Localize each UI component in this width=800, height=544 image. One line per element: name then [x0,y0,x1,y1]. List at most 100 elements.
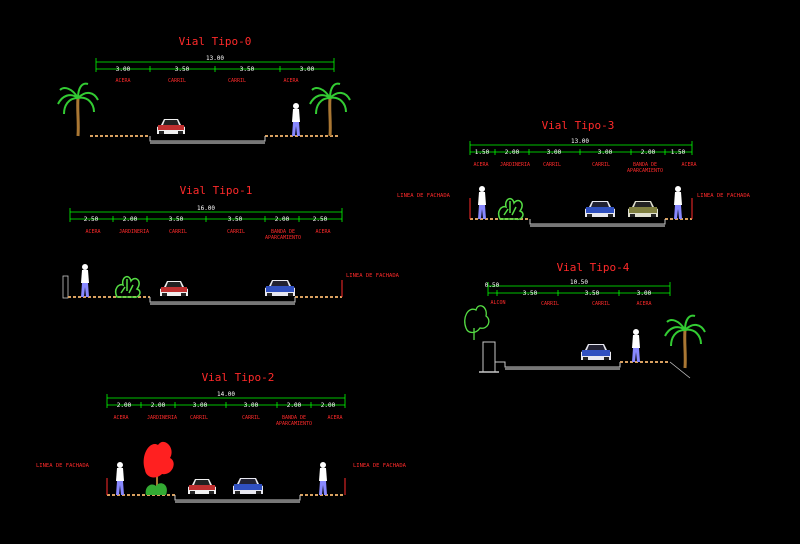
pedestrian-icon [632,329,640,362]
section-tipo-1: Vial Tipo-1 16.00 2.50 2.00 3.50 3.50 2.… [62,184,400,305]
car-icon [628,201,658,217]
label-3: CARRIL [543,162,561,168]
total-width: 13.00 [206,55,224,62]
dimension-lines [469,141,693,155]
dim-4: 3.50 [228,216,243,223]
dimension-lines [95,58,335,72]
label-1: ACERA [113,415,128,421]
pedestrian-icon [116,462,124,495]
dim-2: 2.00 [123,216,138,223]
dim-3: 3.50 [169,216,184,223]
dim-3: 3.50 [585,290,600,297]
dim-4: 3.00 [300,66,315,73]
car-icon [585,201,615,217]
dim-2: 3.50 [175,66,190,73]
car-icon [157,119,185,134]
flowering-tree-icon [143,441,174,495]
label-3: CARRIL [169,229,187,235]
label-4: CARRIL [227,229,245,235]
dim-5: 2.00 [287,402,302,409]
section-title: Vial Tipo-1 [180,184,253,197]
facade-line-label: LINEA DE FACHADA [397,193,451,199]
facade-line-label: LINEA DE FACHADA [36,463,90,469]
pedestrian-icon [292,103,300,136]
total-width: 14.00 [217,391,235,398]
label-2: CARRIL [168,78,186,84]
dim-1: 0.50 [485,282,500,289]
palm-tree-icon [56,82,100,138]
label-3: CARRIL [592,301,610,307]
section-title: Vial Tipo-0 [179,35,252,48]
label-5: BANDA DE [271,229,295,235]
car-icon [233,478,263,494]
label-5-line2: APARCAMIENTO [276,421,312,427]
label-2: JARDINERIA [500,162,530,168]
dim-4: 3.00 [244,402,259,409]
dim-2: 2.00 [505,149,520,156]
label-1: ACERA [85,229,100,235]
dim-6: 1.50 [671,149,686,156]
dim-4: 3.00 [598,149,613,156]
label-5: BANDA DE [633,162,657,168]
label-6: ACERA [681,162,696,168]
label-4: ACERA [283,78,298,84]
dim-5: 2.00 [641,149,656,156]
dim-1: 2.00 [117,402,132,409]
facade-line-label: LINEA DE FACHADA [346,273,400,279]
car-icon [188,479,216,494]
section-tipo-2: Vial Tipo-2 14.00 2.00 2.00 3.00 3.00 2.… [36,371,407,503]
shrub-icon [497,197,524,221]
dim-6: 2.50 [313,216,328,223]
dim-5: 2.00 [275,216,290,223]
pedestrian-icon [674,186,682,219]
cross-section-ground [106,478,346,503]
label-5: BANDA DE [282,415,306,421]
dimension-lines [69,208,343,222]
dim-1: 3.00 [116,66,131,73]
car-icon [581,344,611,360]
label-5-line2: APARCAMIENTO [627,168,663,174]
section-tipo-3: Vial Tipo-3 13.00 1.50 2.00 3.00 3.00 2.… [397,119,751,227]
palm-tree-icon [308,82,352,138]
label-6: ACERA [327,415,342,421]
label-1: ACERA [115,78,130,84]
car-icon [160,281,188,296]
pedestrian-icon [319,462,327,495]
total-width: 16.00 [197,205,215,212]
car-icon [265,280,295,296]
label-5-line2: APARCAMIENTO [265,235,301,241]
dim-3: 3.00 [547,149,562,156]
cross-section-ground [62,275,343,305]
pedestrian-icon [81,264,89,297]
label-3: CARRIL [190,415,208,421]
dim-3: 3.00 [193,402,208,409]
section-tipo-4: Vial Tipo-4 10.50 0.50 3.50 3.50 3.00 AL… [464,261,707,379]
dim-6: 2.00 [321,402,336,409]
label-2: JARDINERIA [119,229,149,235]
label-6: ACERA [315,229,330,235]
label-4: CARRIL [242,415,260,421]
cross-section-ground [469,198,693,227]
dimension-lines [106,394,346,408]
total-width: 13.00 [571,138,589,145]
shrub-icon [114,275,141,299]
dim-2: 2.00 [151,402,166,409]
section-tipo-0: Vial Tipo-0 13.00 3.00 3.50 3.50 3.00 AC… [56,35,352,144]
label-2: CARRIL [541,301,559,307]
label-4: CARRIL [592,162,610,168]
label-1: ALCON [490,300,505,306]
section-title: Vial Tipo-3 [542,119,615,132]
dim-1: 1.50 [475,149,490,156]
facade-line-label: LINEA DE FACHADA [697,193,751,199]
total-width: 10.50 [570,279,588,286]
section-title: Vial Tipo-2 [202,371,275,384]
label-4: ACERA [636,301,651,307]
tree-icon [464,305,490,340]
dimension-lines [487,282,671,296]
label-2: JARDINERIA [147,415,177,421]
palm-tree-icon [663,314,707,370]
label-3: CARRIL [228,78,246,84]
dim-3: 3.50 [240,66,255,73]
